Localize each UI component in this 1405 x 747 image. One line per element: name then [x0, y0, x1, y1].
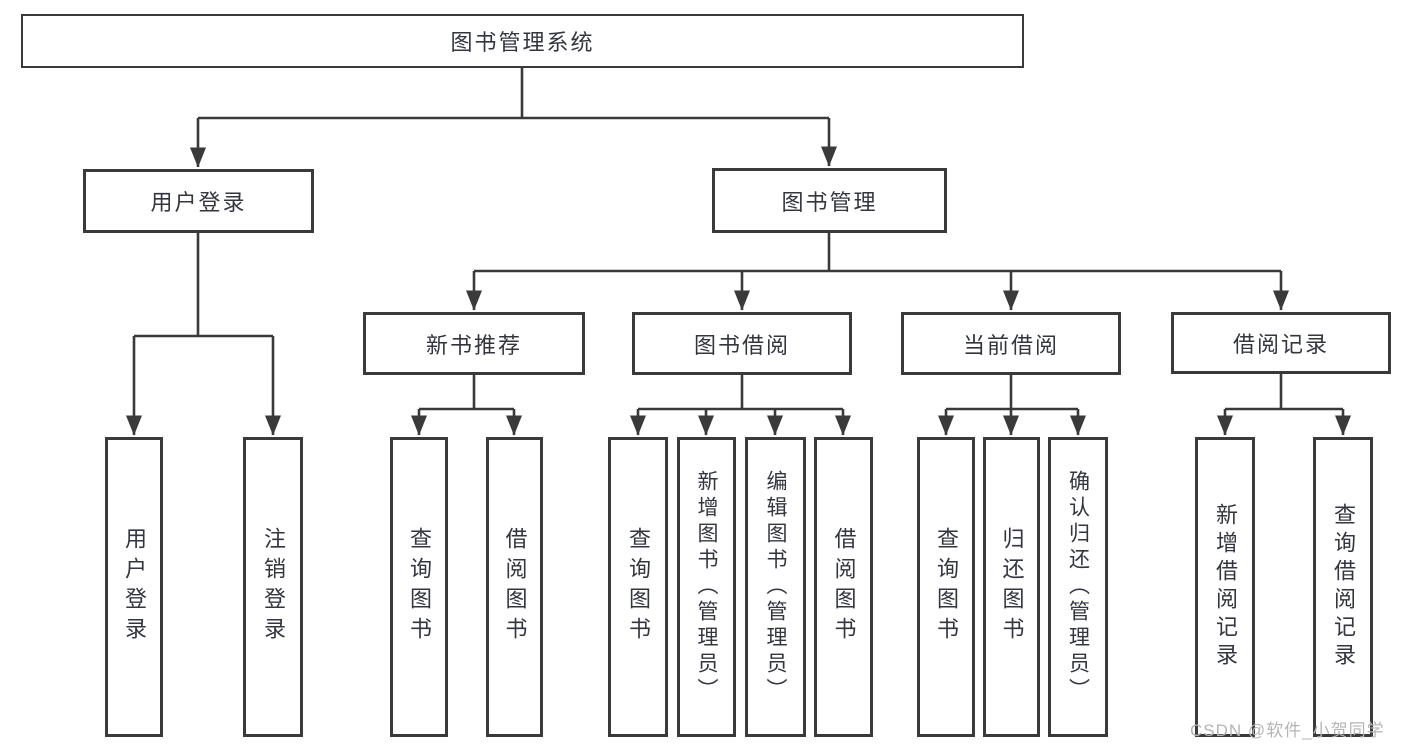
- node-current-borrowing: 当前借阅: [901, 312, 1121, 375]
- leaf-return-books: 归还图书: [983, 437, 1040, 737]
- leaf-edit-books-admin: 编辑图书（管理员）: [745, 437, 806, 737]
- leaf-logout: 注销登录: [243, 437, 303, 737]
- node-user-login: 用户登录: [83, 169, 314, 233]
- leaf-query-borrow-record: 查询借阅记录: [1313, 437, 1373, 737]
- leaf-borrow-books-recommend: 借阅图书: [486, 437, 543, 737]
- node-book-management-system: 图书管理系统: [21, 14, 1024, 68]
- csdn-watermark: CSDN @软件_小贺同学: [1190, 721, 1385, 740]
- leaf-add-borrow-record: 新增借阅记录: [1195, 437, 1255, 737]
- leaf-query-books-borrowing: 查询图书: [608, 437, 668, 737]
- node-book-borrowing: 图书借阅: [632, 312, 852, 375]
- leaf-confirm-return-admin: 确认归还（管理员）: [1048, 437, 1108, 737]
- leaf-borrow-books: 借阅图书: [814, 437, 873, 737]
- node-book-management: 图书管理: [712, 168, 947, 233]
- leaf-query-books-current: 查询图书: [917, 437, 975, 737]
- leaf-add-books-admin: 新增图书（管理员）: [677, 437, 736, 737]
- leaf-query-books-recommend: 查询图书: [390, 437, 448, 737]
- node-new-book-recommend: 新书推荐: [363, 312, 585, 375]
- leaf-user-login: 用户登录: [105, 437, 163, 737]
- node-borrowing-records: 借阅记录: [1171, 312, 1391, 374]
